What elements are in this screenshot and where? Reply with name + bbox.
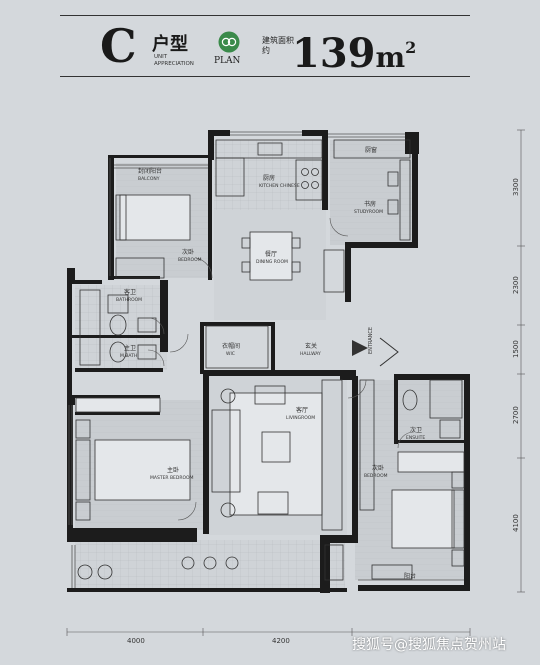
room-labels: 封闭阳台 BALCONY 厨房 KITCHEN CHINESE 厨窗 书房 ST… (116, 146, 425, 580)
area-unit: m (375, 41, 406, 74)
watermark-text: 搜狐号@搜狐焦点贺州站 (352, 637, 506, 653)
study-label-cn: 书房 (364, 200, 376, 208)
study-label-en: STUDYROOM (354, 209, 383, 215)
dim-bottom-2: 4200 (272, 637, 290, 645)
bath-label-en: BATHROOM (116, 297, 142, 303)
ensuite-label-cn: 次卫 (410, 426, 422, 434)
dining-label-cn: 餐厅 (265, 250, 277, 258)
bottom-dimension-labels: 4000 4200 (127, 637, 290, 645)
bottom-dimension-line (66, 628, 471, 636)
balcony2-label-cn: 阳台 (404, 572, 416, 580)
bath-label-cn: 客卫 (124, 288, 136, 296)
furniture (75, 139, 465, 581)
plan-label: PLAN (214, 56, 241, 66)
entrance-label: ENTRANCE (368, 327, 374, 354)
hallway-label-en: HALLWAY (300, 351, 321, 357)
mbath-label-en: M.BATH (120, 353, 137, 359)
dim-bottom-1: 4000 (127, 637, 145, 645)
walls (67, 130, 470, 593)
header-bottom-rule (60, 76, 470, 77)
floor-fills (75, 140, 465, 590)
mbath-label-cn: 主卫 (124, 344, 136, 352)
dining-label-en: DINING ROOM (256, 259, 288, 265)
windows (68, 131, 464, 588)
dim-right-3: 1500 (512, 340, 520, 358)
master-label-cn: 主卧 (167, 466, 179, 474)
bedroom1-label-cn: 次卧 (182, 248, 194, 256)
living-label-en: LIVINGROOM (286, 415, 315, 421)
entrance-arrow-icon (352, 337, 399, 367)
kitchen-label-cn: 厨房 (263, 174, 275, 182)
doors (147, 217, 415, 521)
dim-right-2: 2300 (512, 276, 520, 294)
area-unit-superscript: 2 (405, 38, 417, 57)
unit-appreciation-text: UNIT APPRECIATION (154, 54, 194, 67)
bedroom1-label-en: BEDROOM (178, 257, 202, 263)
bedroom2-label-en: BEDROOM (364, 473, 388, 479)
maid-label-cn: 厨窗 (365, 146, 377, 154)
right-dimension-line (517, 129, 525, 593)
right-dimension-labels: 3300 2300 1500 2700 4100 (512, 178, 520, 532)
balcony-label-en: BALCONY (138, 176, 160, 182)
header-top-rule (60, 15, 470, 16)
plan-logo-icon (218, 31, 240, 53)
living-label-cn: 客厅 (296, 406, 308, 414)
balcony-label-cn: 封闭阳台 (138, 167, 162, 175)
wic-label-cn: 衣帽间 (222, 342, 240, 350)
dim-right-1: 3300 (512, 178, 520, 196)
wic-label-en: WIC (226, 351, 235, 357)
dim-right-5: 4100 (512, 514, 520, 532)
master-label-en: MASTER BEDROOM (150, 475, 194, 481)
hallway-label-cn: 玄关 (305, 342, 317, 350)
bedroom2-label-cn: 次卧 (372, 464, 384, 472)
kitchen-label-en: KITCHEN CHINESE (259, 183, 300, 189)
unit-type-label: 户型 (152, 34, 188, 55)
dim-right-4: 2700 (512, 406, 520, 424)
area-number: 139 (292, 30, 376, 77)
area-value: 139m2 (292, 26, 416, 80)
ensuite-label-en: ENSUITE (406, 435, 425, 441)
unit-type-letter: C (100, 19, 137, 73)
area-label: 建筑面积约 (262, 36, 294, 55)
